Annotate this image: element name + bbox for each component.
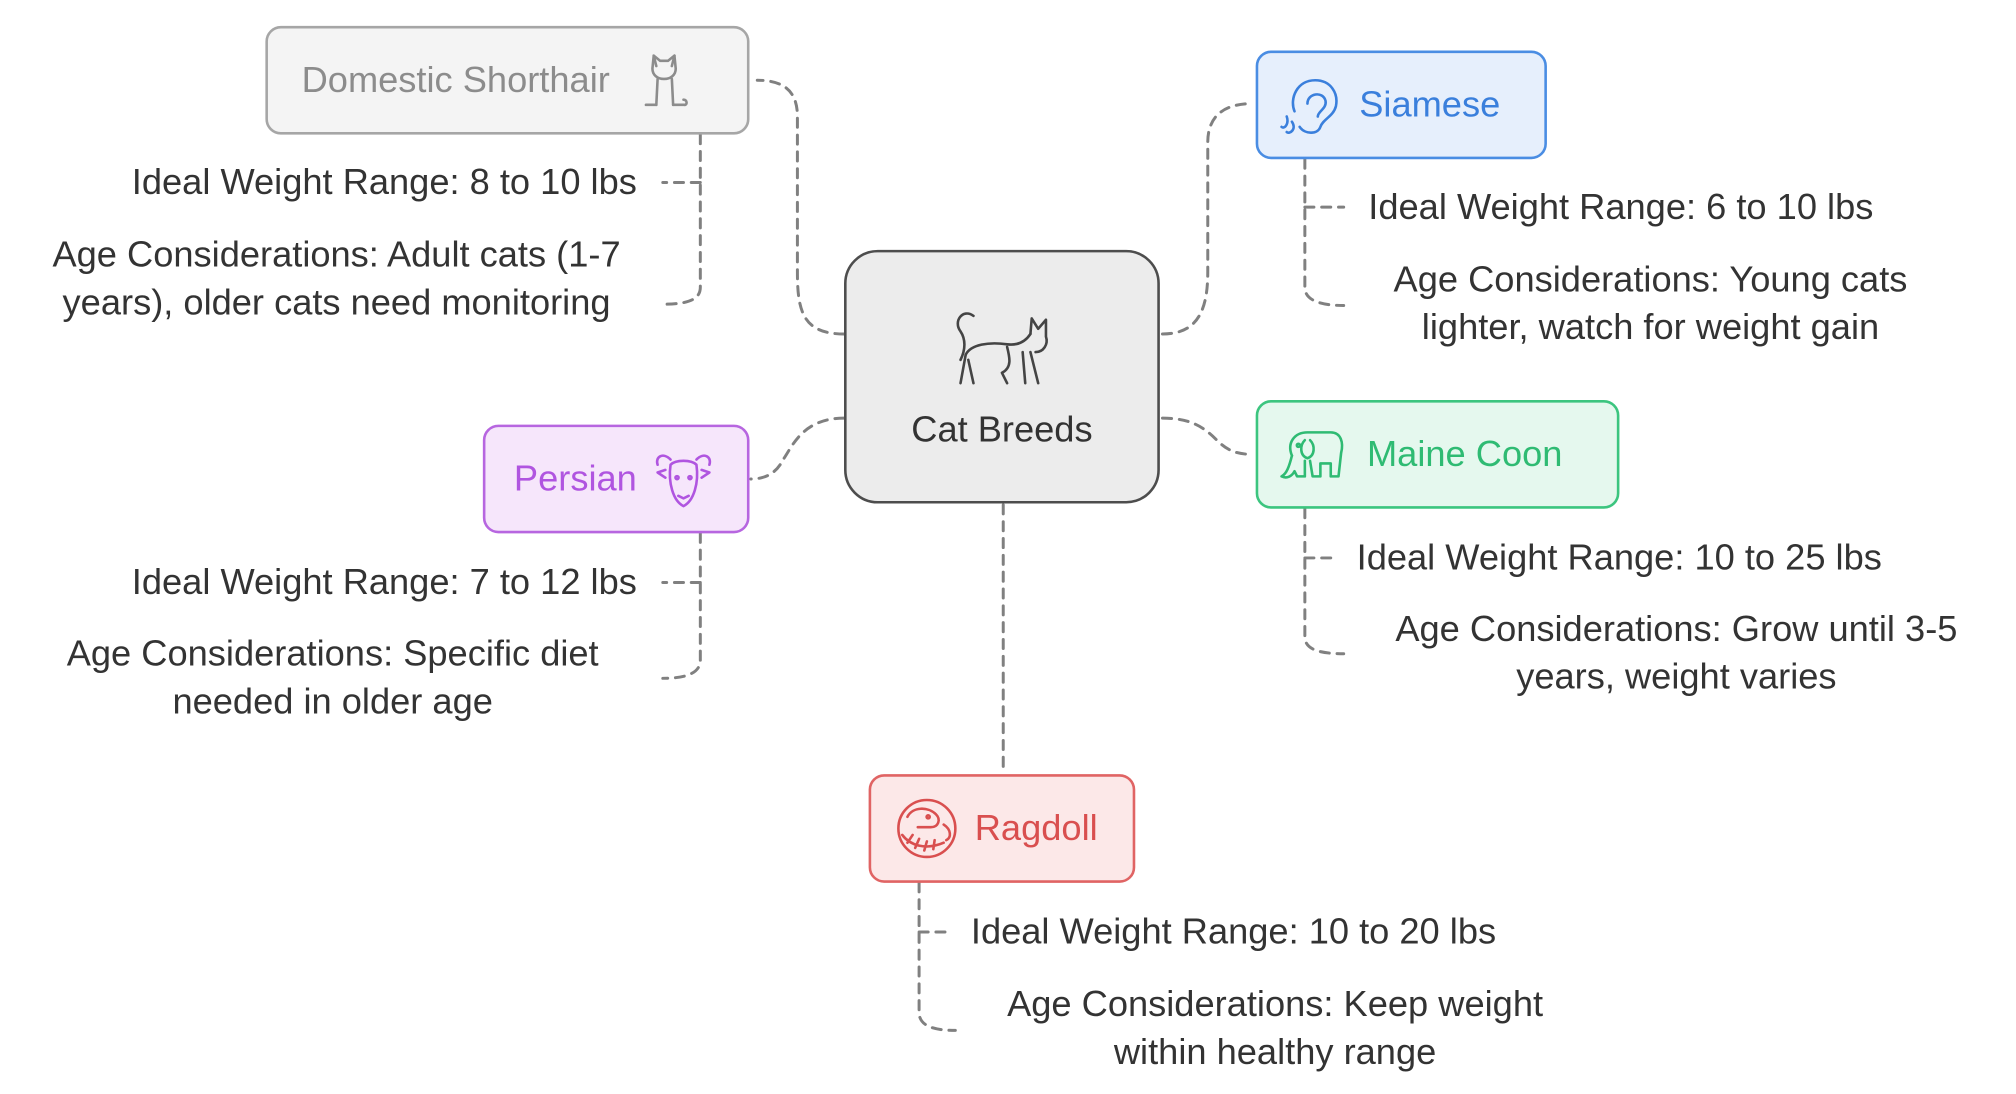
age-note-domestic-shorthair: Age Considerations: Adult cats (1-7 year… [52, 234, 621, 323]
breed-label-domestic-shorthair: Domestic Shorthair [301, 59, 610, 100]
snake-icon [892, 796, 962, 861]
age-note-ragdoll: Age Considerations: Keep weight within h… [1007, 983, 1544, 1072]
connector-ragdoll-weight [917, 881, 957, 1032]
breed-label-maine-coon: Maine Coon [1366, 433, 1563, 474]
connector-shorthair-weight [661, 133, 702, 306]
age-note-persian: Age Considerations: Specific diet needed… [66, 633, 599, 722]
weight-note-domestic-shorthair: Ideal Weight Range: 8 to 10 lbs [131, 161, 637, 202]
breed-node-domestic-shorthair[interactable]: Domestic Shorthair [265, 25, 750, 135]
ear-icon [1279, 72, 1346, 137]
breed-label-siamese: Siamese [1359, 84, 1501, 125]
breed-node-maine-coon[interactable]: Maine Coon [1255, 400, 1620, 509]
connector-center-shorthair [755, 78, 846, 336]
center-label: Cat Breeds [911, 409, 1093, 450]
breed-node-ragdoll[interactable]: Ragdoll [868, 774, 1136, 883]
elephant-icon [1279, 425, 1346, 485]
weight-note-maine-coon: Ideal Weight Range: 10 to 25 lbs [1356, 537, 1882, 578]
weight-note-ragdoll: Ideal Weight Range: 10 to 20 lbs [970, 911, 1497, 952]
center-node[interactable]: Cat Breeds [844, 249, 1160, 504]
weight-note-persian: Ideal Weight Range: 7 to 12 lbs [131, 561, 637, 602]
cat-sitting-icon [636, 48, 693, 113]
weight-note-siamese: Ideal Weight Range: 6 to 10 lbs [1368, 186, 1874, 227]
cat-icon [950, 303, 1054, 391]
connector-center-siamese [1160, 102, 1255, 336]
connector-center-persian [749, 416, 846, 481]
breed-label-persian: Persian [513, 458, 637, 499]
connector-center-mainecoon [1160, 416, 1255, 456]
breed-node-persian[interactable]: Persian [482, 424, 750, 534]
breed-node-siamese[interactable]: Siamese [1255, 50, 1547, 160]
connector-mainecoon-weight [1303, 507, 1346, 656]
age-note-siamese: Age Considerations: Young cats lighter, … [1393, 258, 1908, 347]
goat-icon [652, 447, 714, 512]
breed-label-ragdoll: Ragdoll [974, 807, 1098, 848]
connector-persian-weight [661, 531, 702, 680]
connector-siamese-weight [1303, 157, 1346, 307]
age-note-maine-coon: Age Considerations: Grow until 3-5 years… [1395, 608, 1958, 697]
